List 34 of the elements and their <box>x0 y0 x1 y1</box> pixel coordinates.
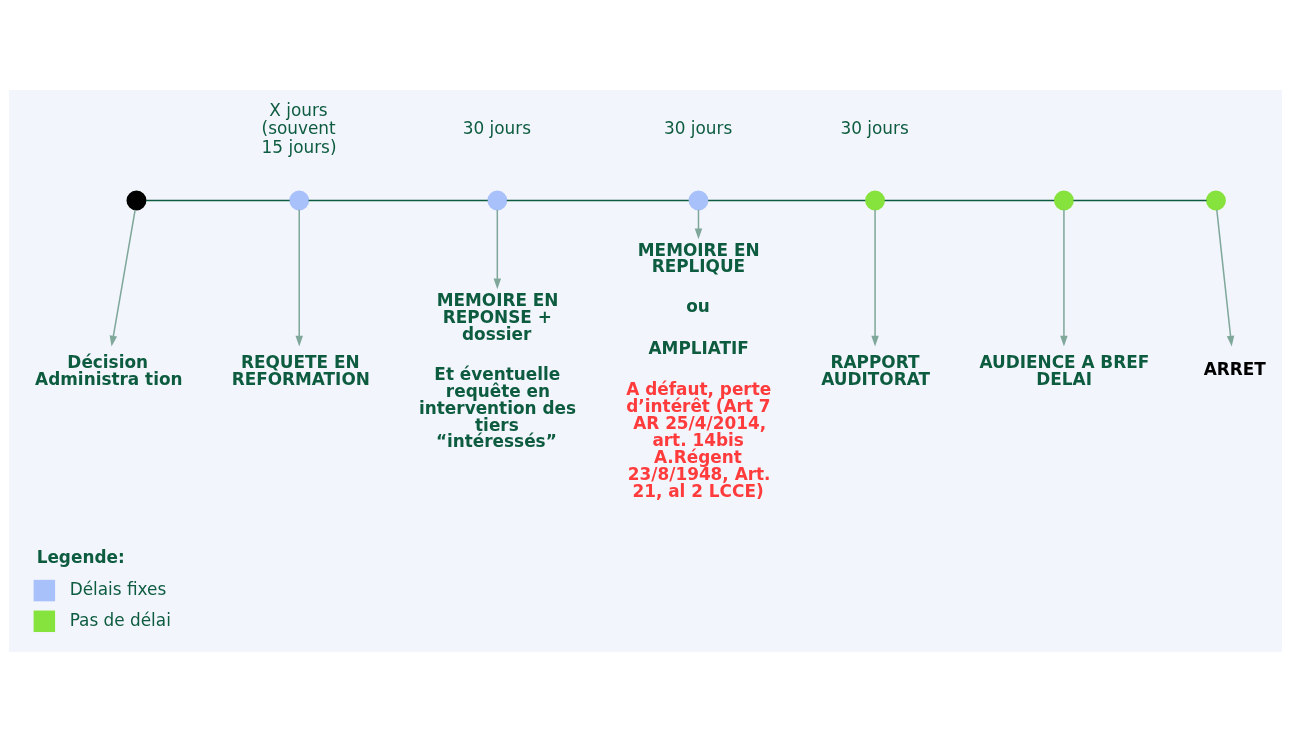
node-label: 30 jours <box>462 118 532 139</box>
node-circle <box>289 190 310 211</box>
node-label: 30 jours <box>840 118 909 139</box>
connector <box>707 199 867 202</box>
node-circle <box>487 190 508 211</box>
arrow <box>871 209 879 347</box>
connector <box>1072 199 1208 202</box>
label: Legende: <box>36 546 125 567</box>
legend-label: Pas de délai <box>69 609 171 630</box>
arrow <box>493 209 502 290</box>
node-text: MEMOIRE EN REPONSE + dossier Et éventuelle requête en intervention des tiers “intéressés” <box>419 290 577 452</box>
arrow <box>1060 209 1068 347</box>
connector <box>883 199 1055 202</box>
node-text: Décision Administra tion <box>35 351 183 389</box>
legend-label: Délais fixes <box>69 578 167 599</box>
connector <box>506 199 690 202</box>
arrow <box>1216 209 1235 347</box>
node-text: AUDIENCE A BREF DELAI <box>979 351 1150 389</box>
node-text: RAPPORT AUDITORAT <box>821 351 930 389</box>
node-text: REQUETE EN REFORMATION <box>231 351 370 389</box>
node-label: 30 jours <box>663 118 733 139</box>
node-circle <box>865 190 886 211</box>
connector <box>145 199 291 202</box>
arrow <box>295 209 303 347</box>
node-circle <box>688 190 709 211</box>
arrow <box>109 209 136 347</box>
arrow <box>694 209 703 240</box>
node-circle <box>126 190 147 211</box>
node-label: X jours (souvent 15 jours) <box>261 99 337 157</box>
node-circle <box>1053 190 1074 211</box>
node-text: ARRET <box>1203 359 1266 380</box>
node-text: MEMOIRE EN REPLIQUE ou AMPLIATIF A défaut, perte d’intérêt (Art 7 AR 25/4/2014, art. 14bis A.Régent 23/8/1948, Art. 21, al 2 LCCE) <box>626 239 772 501</box>
connector <box>307 199 489 202</box>
node-circle <box>1205 190 1226 211</box>
